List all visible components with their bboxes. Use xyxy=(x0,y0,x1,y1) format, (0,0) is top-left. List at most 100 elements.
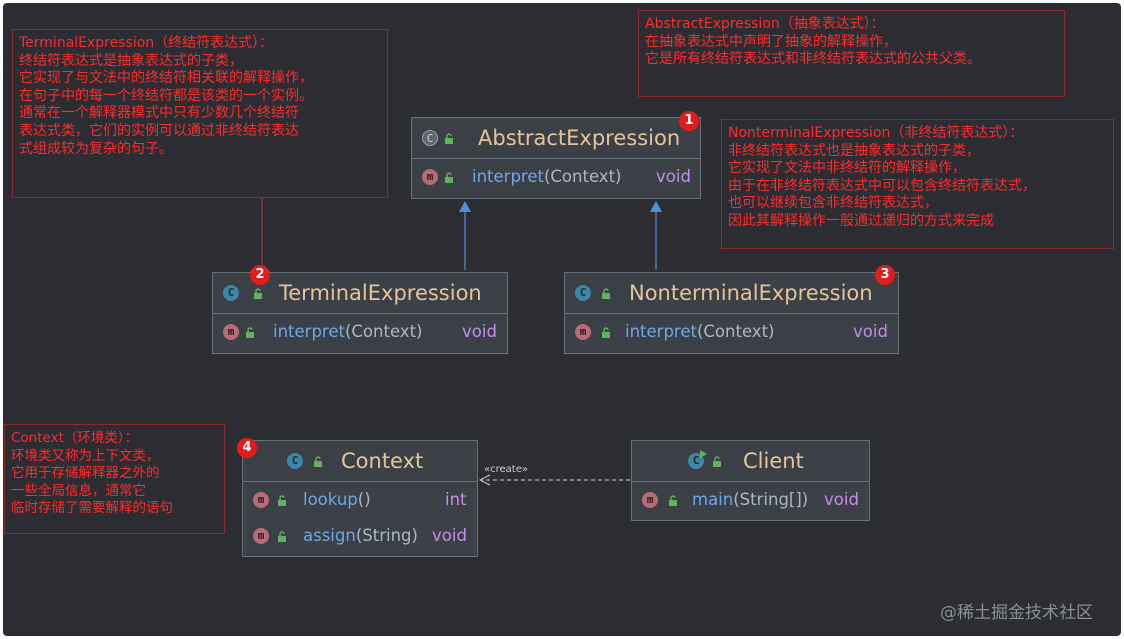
diagram-canvas xyxy=(3,3,1121,636)
method-name: lookup xyxy=(303,490,358,509)
number-badge: 2 xyxy=(250,265,270,285)
class-client[interactable]: C Client m main(String[]) void xyxy=(631,440,870,521)
method-signature: assign(String) xyxy=(303,526,418,545)
class-header: C AbstractExpression xyxy=(412,118,700,159)
note-nonterminal-line: NonterminalExpression（非终结符表达式）： xyxy=(728,125,1024,141)
static-method-icon: m xyxy=(642,492,658,508)
public-lock-icon xyxy=(601,327,611,338)
note-context-line: 临时存储了需要解释的语句 xyxy=(11,500,173,517)
class-icon: C xyxy=(575,285,591,301)
class-name: AbstractExpression xyxy=(478,126,681,150)
number-badge: 1 xyxy=(679,111,699,131)
method-signature: lookup() xyxy=(303,490,371,509)
public-lock-icon xyxy=(444,133,454,144)
method-name: assign xyxy=(303,526,356,545)
note-context-line: 环境类又称为上下文类， xyxy=(11,447,160,464)
create-stereotype-label: «create» xyxy=(484,464,528,475)
note-terminal-line: 在句子中的每一个终结符都是该类的一个实例。 xyxy=(19,87,313,104)
class-header: C Context xyxy=(243,441,477,482)
method-params: (Context) xyxy=(696,322,775,341)
note-abstract-expression: AbstractExpression（抽象表达式）： 在抽象表达式中声明了抽象的… xyxy=(638,10,1065,97)
method-params: (String) xyxy=(355,526,418,545)
method-name: interpret xyxy=(625,322,697,341)
class-icon: C xyxy=(287,453,303,469)
method-params: () xyxy=(357,490,371,509)
note-terminal-line: TerminalExpression（终结符表达式）： xyxy=(19,35,274,51)
class-name: NonterminalExpression xyxy=(629,281,873,305)
note-context: Context（环境类）： 环境类又称为上下文类， 它用于存储解释器之外的 一些… xyxy=(4,424,225,534)
note-terminal-line: 终结符表达式是抽象表达式的子类， xyxy=(19,52,243,69)
dependency-arrowhead xyxy=(478,474,491,486)
note-context-line: Context（环境类）： xyxy=(11,430,139,446)
note-abstract-line: 它是所有终结符表达式和非终结符表达式的公共父类。 xyxy=(645,51,981,68)
note-context-line: 它用于存储解释器之外的 xyxy=(11,465,160,482)
method-name: main xyxy=(692,490,734,509)
note-nonterminal-line: 由于在非终结符表达式中可以包含终结符表达式， xyxy=(728,177,1036,194)
class-terminal-expression[interactable]: C TerminalExpression m interpret(Context… xyxy=(212,272,508,354)
method-icon: m xyxy=(253,492,269,508)
number-badge: 3 xyxy=(875,265,895,285)
method-signature: interpret(Context) xyxy=(472,167,621,186)
public-lock-icon xyxy=(444,172,454,183)
note-abstract-line: 在抽象表达式中声明了抽象的解释操作， xyxy=(645,33,897,50)
return-type: void xyxy=(432,526,467,545)
method-row[interactable]: m lookup() int xyxy=(243,482,477,518)
note-terminal-line: 表达式类，它们的实例可以通过非终结符表达 xyxy=(19,122,299,139)
public-lock-icon xyxy=(668,495,678,506)
method-params: (Context) xyxy=(344,322,423,341)
method-icon: m xyxy=(422,169,438,185)
class-header: C NonterminalExpression xyxy=(565,273,898,314)
note-nonterminal-line: 因此其解释操作一般通过递归的方式来完成 xyxy=(728,212,994,229)
return-type: int xyxy=(445,490,467,509)
note-context-line: 一些全局信息，通常它 xyxy=(11,482,146,499)
inheritance-terminal-arrowhead xyxy=(459,201,471,212)
public-lock-icon xyxy=(601,288,611,299)
method-row[interactable]: m assign(String) void xyxy=(243,518,477,554)
public-lock-icon xyxy=(253,288,263,299)
class-name: Client xyxy=(743,449,804,473)
run-arrow-icon xyxy=(700,450,707,458)
method-signature: interpret(Context) xyxy=(625,322,774,341)
class-nonterminal-expression[interactable]: C NonterminalExpression m interpret(Cont… xyxy=(564,272,899,354)
class-name: TerminalExpression xyxy=(279,281,482,305)
method-signature: interpret(Context) xyxy=(273,322,422,341)
note-nonterminal-line: 也可以继续包含非终结符表达式， xyxy=(728,195,938,212)
public-lock-icon xyxy=(277,531,287,542)
public-lock-icon xyxy=(712,456,722,467)
method-params: (String[]) xyxy=(733,490,809,509)
method-params: (Context) xyxy=(543,167,622,186)
return-type: void xyxy=(853,322,888,341)
method-row[interactable]: m interpret(Context) void xyxy=(213,314,507,350)
class-header: C TerminalExpression xyxy=(213,273,507,314)
class-header: C Client xyxy=(632,441,869,482)
return-type: void xyxy=(656,167,691,186)
note-nonterminal-line: 它实现了文法中非终结符的解释操作， xyxy=(728,160,966,177)
public-lock-icon xyxy=(277,495,287,506)
note-terminal-line: 它实现了与文法中的终结符相关联的解释操作， xyxy=(19,70,313,87)
note-terminal-line: 通常在一个解释器模式中只有少数几个终结符 xyxy=(19,105,299,122)
note-terminal-expression: TerminalExpression（终结符表达式）： 终结符表达式是抽象表达式… xyxy=(12,29,388,198)
method-name: interpret xyxy=(273,322,345,341)
inheritance-nonterminal-arrowhead xyxy=(650,201,662,212)
note-nonterminal-expression: NonterminalExpression（非终结符表达式）： 非终结符表达式也… xyxy=(721,119,1114,249)
note-abstract-line: AbstractExpression（抽象表达式）： xyxy=(645,16,885,32)
class-abstract-expression[interactable]: C AbstractExpression m interpret(Context… xyxy=(411,117,701,199)
method-row[interactable]: m interpret(Context) void xyxy=(565,314,898,350)
note-nonterminal-line: 非终结符表达式也是抽象表达式的子类， xyxy=(728,142,980,159)
class-icon: C xyxy=(223,285,239,301)
watermark: @稀土掘金技术社区 xyxy=(940,603,1093,623)
method-icon: m xyxy=(223,324,239,340)
method-row[interactable]: m interpret(Context) void xyxy=(412,159,700,195)
method-signature: main(String[]) xyxy=(692,490,808,509)
method-icon: m xyxy=(575,324,591,340)
abstract-class-icon: C xyxy=(422,130,438,146)
method-row[interactable]: m main(String[]) void xyxy=(632,482,869,518)
note-terminal-line: 式组成较为复杂的句子。 xyxy=(19,140,173,157)
class-name: Context xyxy=(341,449,424,473)
public-lock-icon xyxy=(245,327,255,338)
return-type: void xyxy=(824,490,859,509)
public-lock-icon xyxy=(313,456,323,467)
method-name: interpret xyxy=(472,167,544,186)
class-context[interactable]: C Context m lookup() int m assign(String… xyxy=(242,440,478,557)
